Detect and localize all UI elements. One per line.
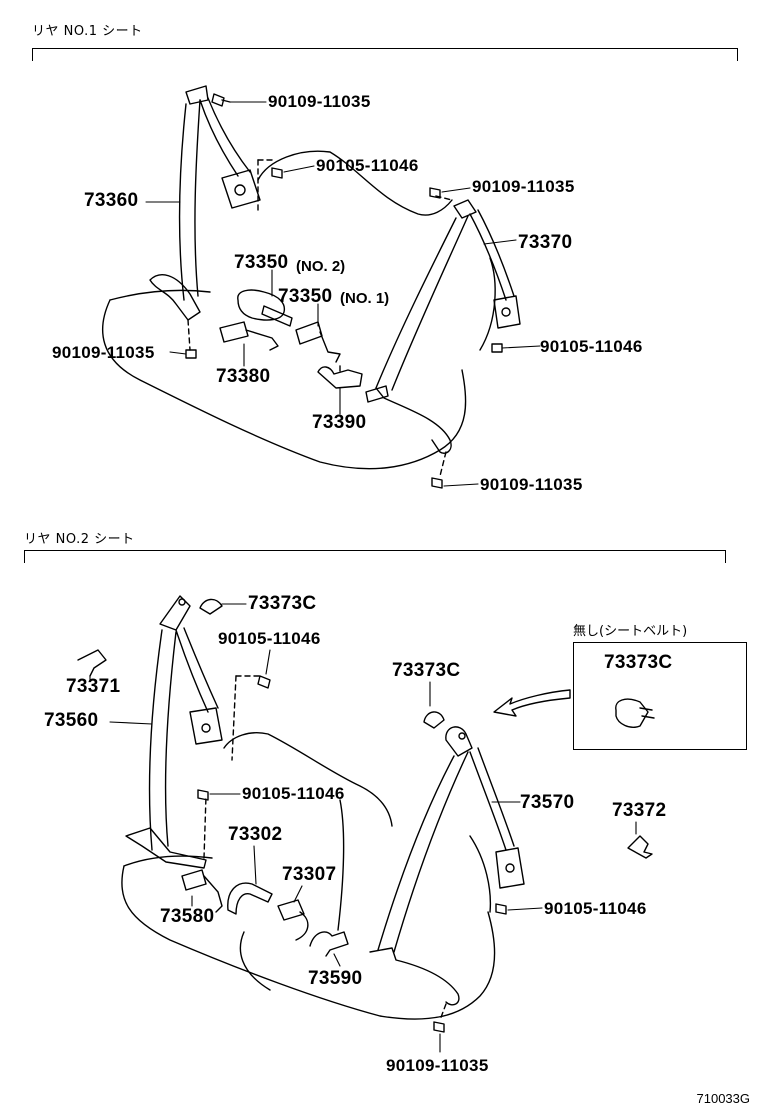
seat-cushion-split [239,931,271,991]
part-label: 73380 [216,366,271,387]
section-bracket [32,48,738,61]
seat-back-outline [223,732,393,827]
cap-73373C [199,598,223,615]
part-label: 73372 [612,800,667,821]
part-label: 73360 [84,190,139,211]
part-label: 73370 [518,232,573,253]
part-label: 90109-11035 [480,475,583,494]
belt-loop-73350-no2 [237,289,293,327]
bolt-icon [429,187,441,199]
seat-back-side [469,835,492,913]
seatbelt-73560 [125,595,223,869]
bolt-icon [197,789,209,801]
part-label: 90105-11046 [540,337,643,356]
bolt-icon [185,349,197,359]
part-label: 73373C [248,593,317,614]
buckle-73590 [309,931,349,957]
inset-box [573,642,747,750]
part-label: 73371 [66,676,121,697]
cap-73373C [423,711,445,729]
part-label: 73302 [228,824,283,845]
bolt-icon [431,477,443,489]
part-label: 90109-11035 [472,177,575,196]
bolt-icon [257,675,271,689]
seat-back-outline [257,150,453,216]
bolt-icon [211,93,231,107]
part-label: 90105-11046 [544,899,647,918]
buckle-73580 [181,869,223,913]
inset-part-label: 73373C [604,652,673,673]
section-bracket [24,550,726,563]
bolt-icon [433,1021,445,1033]
seat-back-outline-2 [337,799,345,931]
leader-dash [439,1003,447,1021]
inset-part-73373C [615,698,655,728]
part-label-note: (NO. 1) [340,290,390,307]
rear-seat-no2-illustration [77,595,653,1033]
leader-dash [187,319,191,351]
seat-cushion-outline [102,299,467,470]
part-label: 90109-11035 [386,1056,489,1075]
section-title-rear-seat-no1: リヤ NO.1 シート [32,24,143,39]
part-label-note: (NO. 2) [296,258,346,275]
bolt-icon [495,903,507,915]
part-label: 90109-11035 [52,343,155,362]
part-label: 90105-11046 [218,629,321,648]
part-label: 73590 [308,968,363,989]
part-label: 73350 [278,286,333,307]
belt-loop-73350-no1 [295,321,341,363]
seatbelt-73370 [365,199,521,454]
seat-cushion-outline [121,865,496,1020]
buckle-73380 [219,321,279,351]
part-label: 73580 [160,906,215,927]
seat-cushion-top-edge [109,289,211,301]
figure-number: 710033G [696,1091,751,1106]
part-label: 73373C [392,660,461,681]
leader-dash [203,795,207,859]
bolt-icon [491,343,503,353]
part-label: 90109-11035 [268,92,371,111]
seatbelt-73360 [149,85,261,321]
seatbelt-73570 [369,726,525,1006]
clip-73371 [77,649,107,677]
part-label: 73390 [312,412,367,433]
rear-seat-no1-illustration [102,85,521,489]
buckle-73390 [317,366,363,389]
clip-73372 [627,835,653,859]
seat-top-left [123,855,213,867]
leader-lines-s2 [89,603,637,1053]
part-label: 73350 [234,252,289,273]
part-label: 73570 [520,792,575,813]
belt-loop-73302 [227,882,273,915]
part-label: 90105-11046 [316,156,419,175]
leader-dash [435,195,453,201]
part-label: 73307 [282,864,337,885]
belt-loop-73307 [277,899,309,941]
section-title-rear-seat-no2: リヤ NO.2 シート [24,532,135,547]
arrow-icon [493,689,571,717]
bolt-icon [271,167,283,179]
inset-caption: 無し(シートベルト) [573,624,688,639]
leader-dash [439,451,447,477]
leader-dash [231,675,237,761]
leader-lines-s1 [145,101,541,487]
part-label: 73560 [44,710,99,731]
seat-back-side [479,257,496,351]
part-label: 90105-11046 [242,784,345,803]
